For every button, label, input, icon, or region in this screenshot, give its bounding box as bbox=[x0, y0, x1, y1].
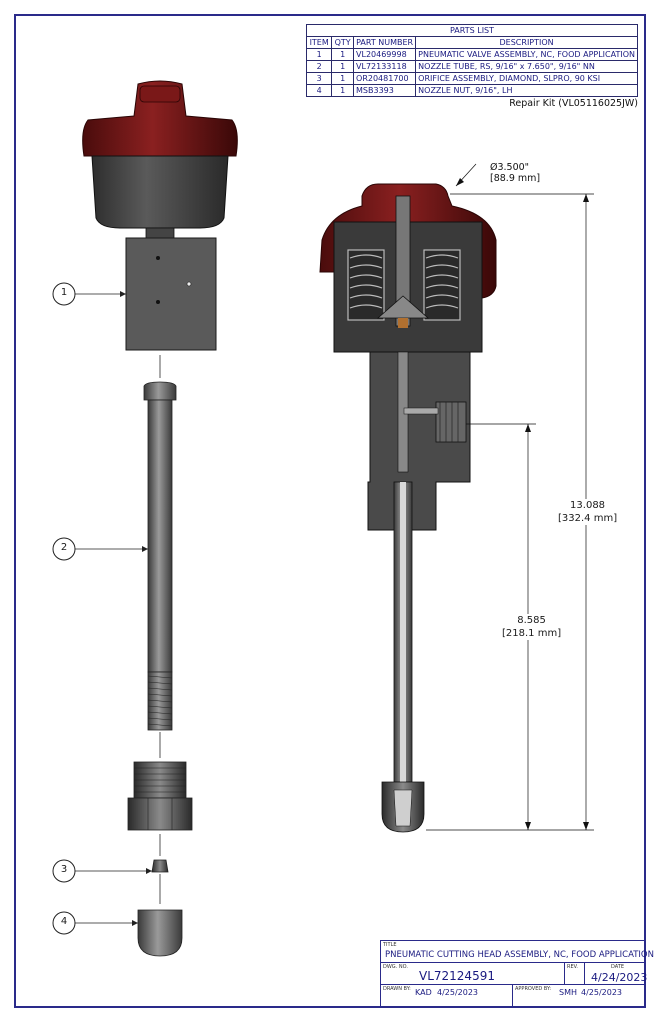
row-part-number: MSB3393 bbox=[353, 84, 417, 97]
drawn-date-value: 4/25/2023 bbox=[437, 988, 479, 997]
dim-lower-mm-text: [218.1 mm] bbox=[502, 628, 562, 639]
approved-by-value: SMH bbox=[559, 988, 577, 997]
date-cell: DATE 4/24/2023 bbox=[585, 963, 648, 985]
title-label: TITLE bbox=[383, 942, 397, 948]
balloon-3-number: 3 bbox=[60, 864, 68, 875]
approved-date-value: 4/25/2023 bbox=[581, 988, 623, 997]
repair-kit-note: Repair Kit (VL05116025JW) bbox=[509, 98, 638, 109]
rev-label: REV. bbox=[567, 964, 578, 970]
exploded-collar-nut bbox=[127, 761, 193, 831]
parts-list-table: PARTS LIST ITEM QTY PART NUMBER DESCRIPT… bbox=[305, 24, 638, 97]
drawn-by-label: DRAWN BY: bbox=[383, 986, 411, 992]
drawn-by-value: KAD bbox=[415, 988, 432, 997]
exploded-nozzle-tube bbox=[143, 381, 177, 731]
balloon-4 bbox=[52, 911, 138, 935]
dim-lower-label: 8.585 [218.1 mm] bbox=[502, 614, 562, 640]
balloon-2-number: 2 bbox=[60, 542, 68, 553]
section-view bbox=[319, 183, 497, 833]
table-row: 4 1 MSB3393 NOZZLE NUT, 9/16", LH bbox=[305, 84, 638, 97]
dwg-no-label: DWG. NO. bbox=[383, 964, 408, 970]
dimension-diameter: Ø3.500" [88.9 mm] bbox=[455, 162, 540, 187]
balloon-3 bbox=[52, 859, 152, 883]
table-row: 3 1 OR20481700 ORIFICE ASSEMBLY, DIAMOND… bbox=[305, 72, 638, 85]
dim-overall-label: 13.088 [332.4 mm] bbox=[558, 499, 618, 525]
row-description: NOZZLE NUT, 9/16", LH bbox=[415, 84, 638, 97]
dwg-no-cell: DWG. NO. VL72124591 bbox=[381, 963, 565, 985]
drawn-by-cell: DRAWN BY: KAD 4/25/2023 bbox=[381, 985, 513, 1007]
rev-cell: REV. bbox=[565, 963, 585, 985]
dwg-no-value: VL72124591 bbox=[419, 969, 495, 983]
drawing-title: PNEUMATIC CUTTING HEAD ASSEMBLY, NC, FOO… bbox=[385, 950, 654, 960]
approved-by-label: APPROVED BY: bbox=[515, 986, 552, 992]
balloon-4-number: 4 bbox=[60, 916, 68, 927]
date-label: DATE bbox=[611, 964, 625, 970]
approved-by-cell: APPROVED BY: SMH 4/25/2023 bbox=[513, 985, 645, 1007]
balloon-1-number: 1 bbox=[60, 287, 68, 298]
balloon-1 bbox=[52, 282, 126, 306]
date-value: 4/24/2023 bbox=[591, 971, 648, 984]
dim-diameter-text: Ø3.500" bbox=[490, 162, 529, 173]
exploded-orifice bbox=[151, 859, 169, 873]
drawing-frame bbox=[14, 14, 646, 1008]
dim-overall-text: 13.088 bbox=[570, 500, 606, 511]
title-block: TITLE PNEUMATIC CUTTING HEAD ASSEMBLY, N… bbox=[380, 940, 654, 1008]
dim-overall-mm-text: [332.4 mm] bbox=[558, 513, 618, 524]
balloon-2 bbox=[52, 537, 148, 561]
title-cell: TITLE PNEUMATIC CUTTING HEAD ASSEMBLY, N… bbox=[381, 941, 654, 963]
dim-diameter-mm-text: [88.9 mm] bbox=[490, 173, 540, 184]
row-item: 3 bbox=[305, 72, 333, 85]
exploded-valve-assembly bbox=[82, 80, 238, 351]
exploded-nozzle-nut bbox=[137, 909, 183, 957]
dim-lower-text: 8.585 bbox=[517, 615, 546, 626]
row-item: 4 bbox=[305, 84, 333, 97]
